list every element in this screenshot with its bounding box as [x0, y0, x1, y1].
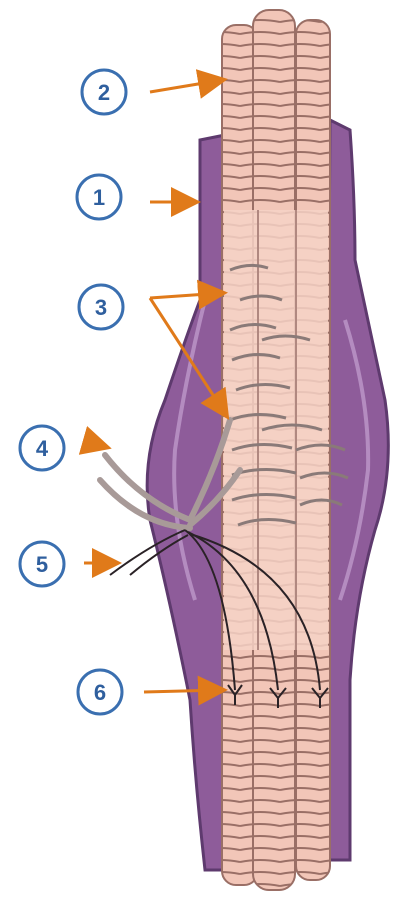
arrow-2 [150, 80, 222, 92]
label-4: 4 [20, 426, 106, 470]
label-5: 5 [20, 542, 116, 586]
arrow-6 [144, 690, 222, 692]
intrafusal-fibers [222, 10, 330, 890]
label-2-text: 2 [98, 80, 110, 105]
label-5-text: 5 [36, 552, 48, 577]
label-1-text: 1 [93, 185, 105, 210]
label-4-text: 4 [36, 436, 49, 461]
label-2: 2 [82, 70, 222, 114]
label-3-text: 3 [95, 295, 107, 320]
arrow-4 [85, 441, 106, 447]
label-1: 1 [77, 175, 195, 219]
label-6-text: 6 [94, 680, 106, 705]
